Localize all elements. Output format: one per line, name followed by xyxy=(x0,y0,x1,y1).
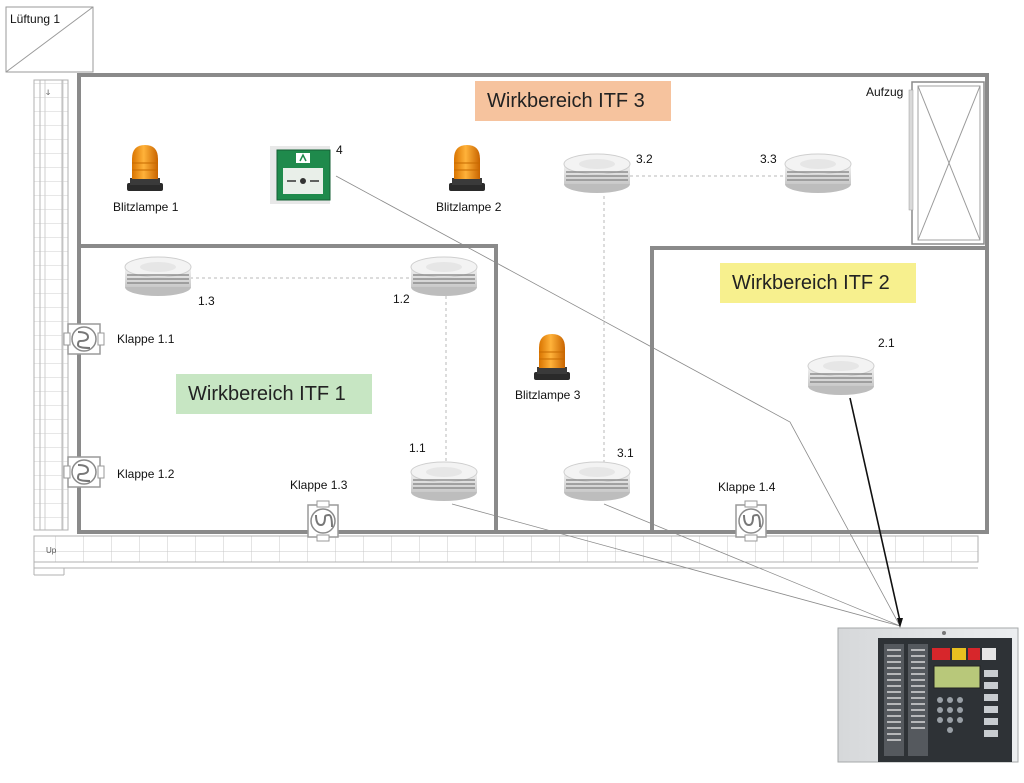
damper-label: Klappe 1.2 xyxy=(117,467,175,481)
fire-alarm-panel-icon xyxy=(837,627,1019,763)
lueftung-box xyxy=(5,6,94,73)
zone-itf2-label: Wirkbereich ITF 2 xyxy=(720,263,916,303)
zone-itf3-label: Wirkbereich ITF 3 xyxy=(475,81,671,121)
beacon-label: Blitzlampe 1 xyxy=(113,200,179,214)
stair-arrow-label: ↆ xyxy=(46,88,51,97)
smoke-detector-icon xyxy=(563,153,631,194)
beacon-label: Blitzlampe 2 xyxy=(436,200,502,214)
smoke-detector-icon xyxy=(410,461,478,502)
lueftung-label: Lüftung 1 xyxy=(10,12,61,26)
smoke-detector-icon xyxy=(563,461,631,502)
main-wiring-line xyxy=(849,397,903,628)
elevator xyxy=(908,81,985,245)
zone-itf1-label: Wirkbereich ITF 1 xyxy=(176,374,372,414)
detector-label: 1.2 xyxy=(393,292,410,306)
damper-icon xyxy=(63,456,105,488)
detector-label: 3.2 xyxy=(636,152,653,166)
detector-label: 1.1 xyxy=(409,441,426,455)
wiring-lines xyxy=(335,175,901,627)
manual-call-point-icon xyxy=(270,146,331,204)
smoke-detector-icon xyxy=(410,256,478,297)
detector-label: 3.3 xyxy=(760,152,777,166)
beacon-icon xyxy=(533,333,571,381)
building-walls xyxy=(77,73,989,534)
beacon-label: Blitzlampe 3 xyxy=(515,388,581,402)
damper-icon xyxy=(63,323,105,355)
vertical-corridor xyxy=(33,79,69,531)
smoke-detector-icon xyxy=(784,153,852,194)
beacon-icon xyxy=(126,144,164,192)
beacon-icon xyxy=(448,144,486,192)
detector-links xyxy=(190,175,786,462)
detector-label: 2.1 xyxy=(878,336,895,350)
stair-up-label: Up xyxy=(46,546,57,555)
smoke-detector-icon xyxy=(807,355,875,396)
smoke-detector-icon xyxy=(124,256,192,297)
horizontal-corridor xyxy=(33,535,979,576)
damper-icon xyxy=(735,500,767,542)
damper-label: Klappe 1.3 xyxy=(290,478,348,492)
detector-label: 3.1 xyxy=(617,446,634,460)
call-point-label: 4 xyxy=(336,143,343,157)
damper-label: Klappe 1.4 xyxy=(718,480,776,494)
damper-icon xyxy=(307,500,339,542)
damper-label: Klappe 1.1 xyxy=(117,332,175,346)
detector-label: 1.3 xyxy=(198,294,215,308)
elevator-label: Aufzug xyxy=(866,85,904,99)
